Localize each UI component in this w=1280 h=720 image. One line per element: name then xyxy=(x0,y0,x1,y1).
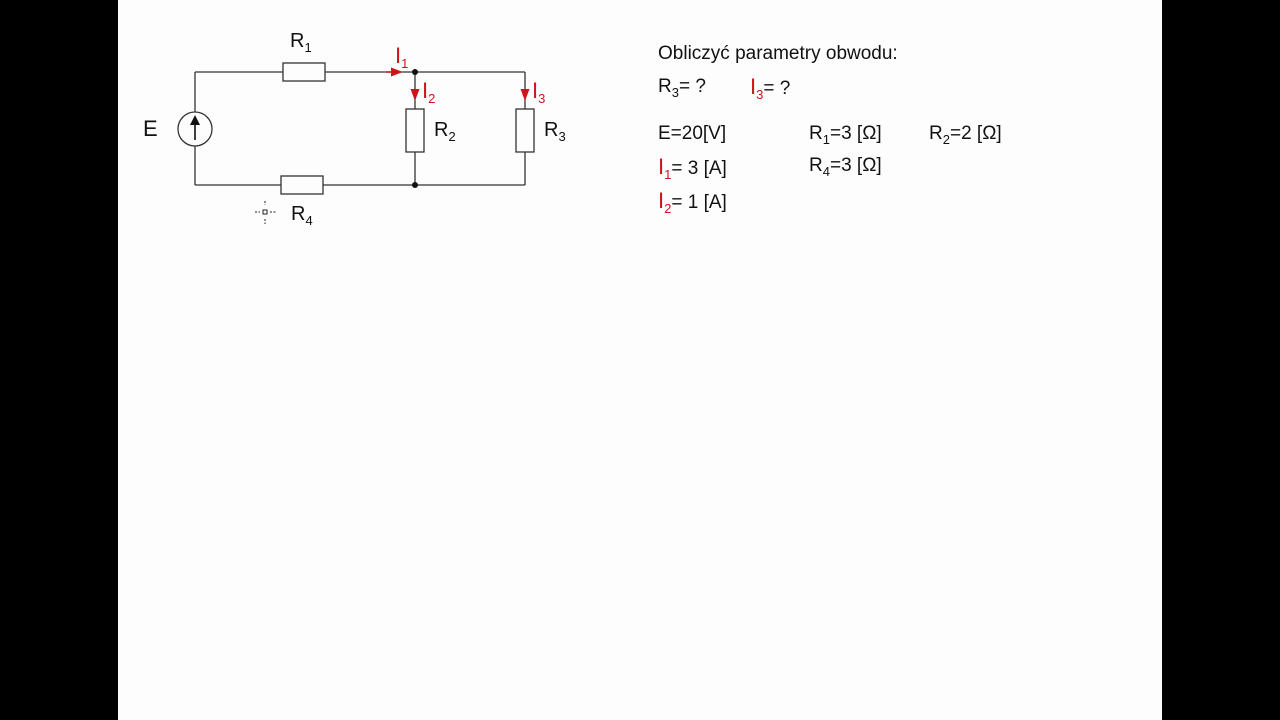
given-r2: R2=2 [Ω] xyxy=(929,123,1002,147)
resistor-r3 xyxy=(515,108,535,153)
given-i1: I1= 3 [A] xyxy=(658,154,727,182)
node-bottom xyxy=(412,182,418,188)
given-r1: R1=3 [Ω] xyxy=(809,123,882,147)
i2-label: I2 xyxy=(422,78,436,106)
current-arrow-i1 xyxy=(391,67,403,77)
given-i2: I2= 1 [A] xyxy=(658,188,727,216)
current-arrow-i3 xyxy=(520,89,530,101)
source-arrow-head xyxy=(190,115,200,125)
r1-label: R1 xyxy=(290,30,312,55)
current-arrow-i2 xyxy=(410,89,420,101)
slide: E R1 R2 R3 R4 I1 I2 I3 Obliczyć parametr… xyxy=(118,0,1162,720)
cursor-crosshair-icon xyxy=(255,201,276,224)
source-label: E xyxy=(143,116,158,141)
node-top xyxy=(412,69,418,75)
resistor-r4 xyxy=(280,175,324,195)
resistor-r2 xyxy=(405,108,425,153)
voltage-source xyxy=(177,111,213,147)
i1-label: I1 xyxy=(395,43,409,71)
r4-label: R4 xyxy=(291,203,313,228)
r2-label: R2 xyxy=(434,119,456,144)
unknown-i3: I3= ? xyxy=(750,74,791,102)
circuit-diagram xyxy=(177,62,535,224)
r3-label: R3 xyxy=(544,119,566,144)
given-e: E=20[V] xyxy=(658,123,727,144)
resistor-r1 xyxy=(282,62,326,82)
given-r4: R4=3 [Ω] xyxy=(809,155,882,179)
unknown-r3: R3= ? xyxy=(658,76,706,100)
i3-label: I3 xyxy=(532,78,546,106)
task-title: Obliczyć parametry obwodu: xyxy=(658,43,898,64)
